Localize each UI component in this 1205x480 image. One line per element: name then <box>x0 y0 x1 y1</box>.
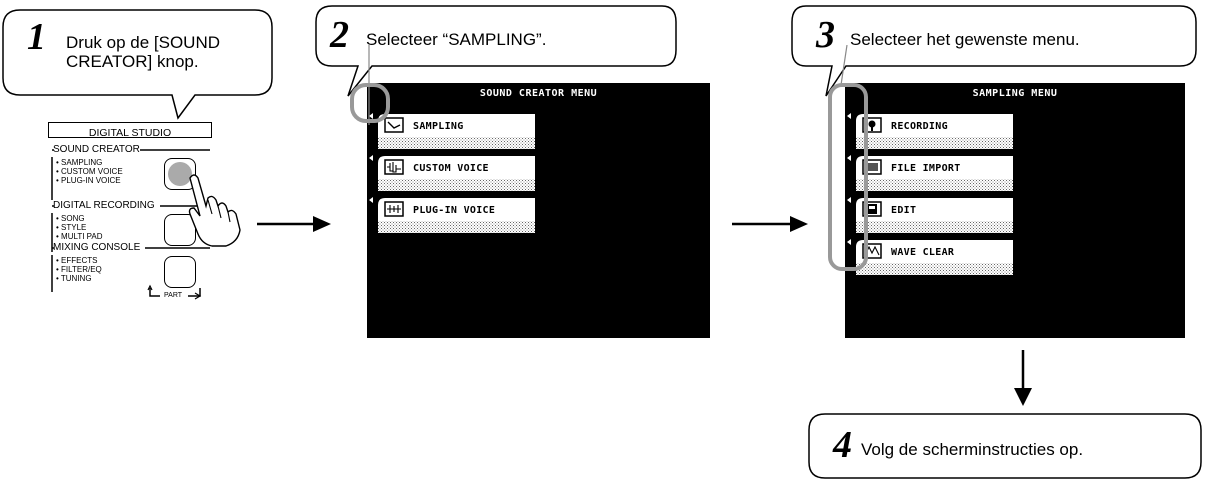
step-1-text-line1: Druk op de [SOUND <box>66 33 220 52</box>
group-item: • EFFECTS <box>56 256 98 265</box>
group-item: • PLUG-IN VOICE <box>56 176 121 185</box>
menu-item-label: SAMPLING <box>413 121 464 132</box>
waveform-icon <box>384 117 404 133</box>
step-1-callout: 1 Druk op de [SOUND CREATOR] knop. <box>0 0 280 120</box>
menu-item-custom-voice[interactable]: CUSTOM VOICE <box>375 153 545 193</box>
screen-title: SOUND CREATOR MENU <box>479 88 598 99</box>
group-item: • SAMPLING <box>56 158 103 167</box>
menu-item-edit[interactable]: EDIT <box>853 195 1023 235</box>
step-number-1: 1 <box>27 16 46 58</box>
group-name-sound-creator: SOUND CREATOR <box>53 144 140 155</box>
menu-item-recording[interactable]: RECORDING <box>853 111 1023 151</box>
step-2-callout: 2 Selecteer “SAMPLING”. <box>300 0 680 100</box>
part-label: PART <box>164 292 183 299</box>
callout-bubble-4 <box>808 413 1202 479</box>
waveform-icon <box>384 159 404 175</box>
group-item: • FILTER/EQ <box>56 265 102 274</box>
callout-bubble-3 <box>791 5 1197 97</box>
group-item: • SONG <box>56 214 85 223</box>
part-bracket <box>147 284 202 300</box>
step-number-3: 3 <box>816 14 835 56</box>
step-number-2: 2 <box>330 14 349 56</box>
group-name-digital-recording: DIGITAL RECORDING <box>53 200 155 211</box>
group-bracket-1 <box>51 149 210 200</box>
sound-creator-button[interactable] <box>164 158 196 190</box>
pressed-indicator <box>168 162 192 186</box>
left-triangle-icons <box>847 113 851 245</box>
digital-recording-button[interactable] <box>164 214 196 246</box>
callout-bubble-2 <box>315 5 677 97</box>
step-3-text: Selecteer het gewenste menu. <box>850 30 1080 49</box>
selection-highlight <box>828 45 868 271</box>
group-item: • TUNING <box>56 274 92 283</box>
group-item: • STYLE <box>56 223 87 232</box>
sound-creator-menu-screen: SOUND CREATOR MENU SAMPLING CUSTOM VOICE <box>350 45 710 338</box>
waveform-icon <box>384 201 404 217</box>
menu-item-label: PLUG-IN VOICE <box>413 205 496 216</box>
step-2-text: Selecteer “SAMPLING”. <box>366 30 547 49</box>
menu-item-label: WAVE CLEAR <box>891 247 955 258</box>
step-1-text-line2: CREATOR] knop. <box>66 52 199 71</box>
mixing-console-button[interactable] <box>164 256 196 288</box>
panel-title: DIGITAL STUDIO <box>88 127 172 139</box>
hand-pointer-icon <box>188 174 241 247</box>
menu-item-sampling[interactable]: SAMPLING <box>375 111 545 151</box>
group-bracket-3 <box>51 247 210 292</box>
sampling-menu-screen: SAMPLING MENU RECORDING FILE IMPORT <box>828 45 1185 338</box>
left-triangle-icons <box>369 113 373 203</box>
right-arrow-icon <box>732 216 808 232</box>
panel-title-box: DIGITAL STUDIO <box>48 122 212 139</box>
group-item: • CUSTOM VOICE <box>56 167 123 176</box>
menu-item-plug-in-voice[interactable]: PLUG-IN VOICE <box>375 195 545 235</box>
menu-item-label: FILE IMPORT <box>891 163 961 174</box>
step-number-4: 4 <box>833 424 852 466</box>
callout-bubble-1 <box>2 9 273 120</box>
down-arrow-icon <box>1014 350 1032 406</box>
step-4-text: Volg de scherminstructies op. <box>861 440 1084 459</box>
menu-item-label: RECORDING <box>891 121 948 132</box>
group-item: • MULTI PAD <box>56 232 103 241</box>
group-name-mixing-console: MIXING CONSOLE <box>53 242 141 253</box>
right-arrow-icon <box>257 216 331 232</box>
digital-studio-panel: DIGITAL STUDIO SOUND CREATOR • SAMPLING … <box>40 118 250 308</box>
screen-title: SAMPLING MENU <box>972 88 1058 99</box>
menu-item-label: CUSTOM VOICE <box>413 163 489 174</box>
menu-item-label: EDIT <box>891 205 917 216</box>
selection-highlight <box>350 45 390 125</box>
step-4-callout: 4 Volg de scherminstructies op. <box>805 412 1203 480</box>
step-3-callout: 3 Selecteer het gewenste menu. <box>790 0 1202 100</box>
